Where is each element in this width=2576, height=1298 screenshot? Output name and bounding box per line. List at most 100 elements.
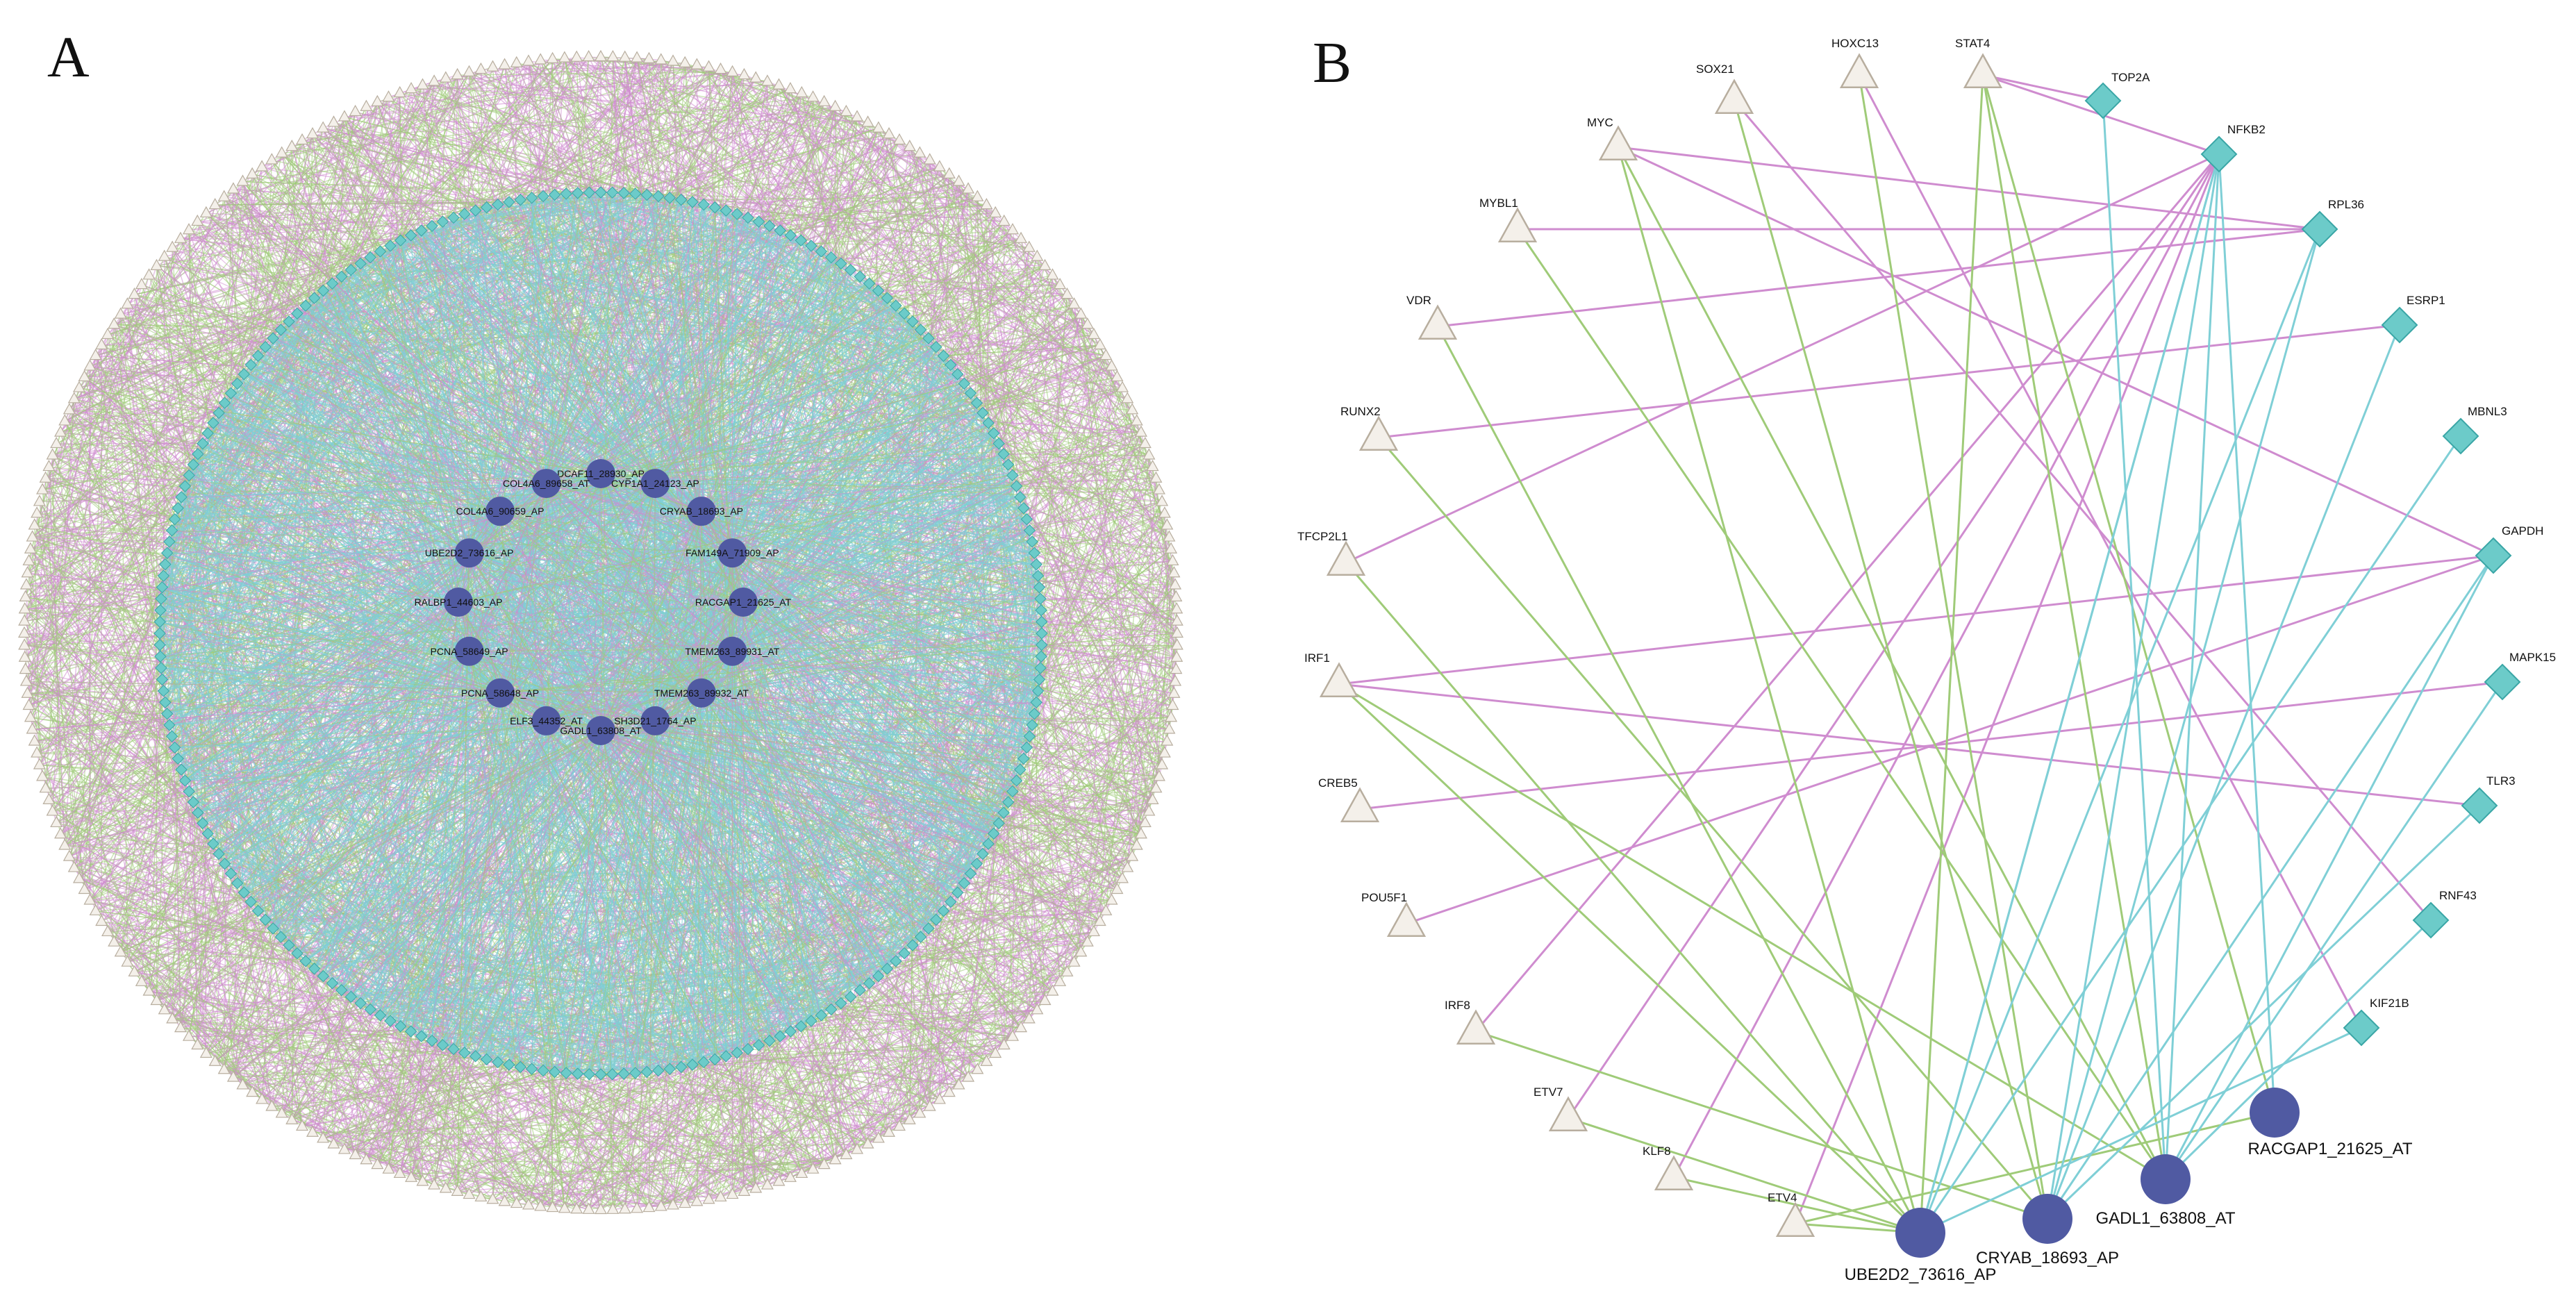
correlation-edge bbox=[313, 483, 547, 970]
regulatory-edge bbox=[684, 681, 1176, 1204]
correlation-edge bbox=[297, 313, 656, 484]
correlation-edge bbox=[508, 197, 533, 1065]
regulatory-edge bbox=[949, 174, 1042, 645]
regulatory-edge bbox=[24, 388, 80, 622]
regulatory-edge bbox=[929, 159, 1123, 389]
correlation-edge bbox=[421, 230, 501, 693]
regulatory-edge bbox=[1032, 717, 1172, 726]
regulatory-edge bbox=[457, 942, 1088, 1192]
regulatory-edge bbox=[708, 67, 969, 190]
regulatory-edge bbox=[1059, 284, 1081, 315]
correlation-edge bbox=[731, 402, 977, 652]
regulatory-edge bbox=[929, 174, 950, 1107]
regulatory-edge bbox=[576, 1026, 801, 1210]
regulatory-edge bbox=[696, 65, 1170, 538]
correlation-edge bbox=[654, 197, 671, 721]
regulatory-edge bbox=[30, 717, 203, 824]
regulatory-edge bbox=[322, 127, 601, 193]
regulatory-edge bbox=[457, 74, 930, 161]
tf-node bbox=[772, 78, 786, 90]
tf-node bbox=[761, 74, 774, 86]
regulatory-edge bbox=[60, 85, 424, 835]
regulatory-edge bbox=[1040, 560, 1173, 611]
regulatory-edge bbox=[388, 84, 423, 98]
correlation-edge bbox=[868, 758, 1024, 984]
regulatory-edge bbox=[101, 238, 1022, 346]
regulatory-edge bbox=[44, 181, 244, 789]
regulatory-edge bbox=[958, 181, 1177, 658]
tf-node bbox=[714, 62, 727, 74]
correlation-edge bbox=[159, 192, 579, 622]
regulatory-edge bbox=[172, 486, 186, 1020]
correlation-edge bbox=[669, 197, 1027, 520]
panel-a-edges bbox=[24, 56, 1178, 1210]
correlation-edge bbox=[453, 199, 681, 219]
regulatory-edge bbox=[1029, 608, 1177, 737]
regulatory-edge bbox=[958, 823, 999, 1085]
regulatory-edge bbox=[84, 822, 203, 890]
correlation-edge bbox=[895, 305, 1039, 576]
regulatory-edge bbox=[624, 57, 636, 194]
regulatory-edge bbox=[48, 181, 244, 467]
correlation-edge bbox=[670, 197, 770, 227]
regulatory-edge bbox=[845, 867, 1128, 1156]
regulatory-edge bbox=[1073, 931, 1095, 963]
regulatory-edge bbox=[410, 1031, 554, 1208]
regulatory-edge bbox=[1164, 513, 1175, 694]
regulatory-edge bbox=[44, 399, 75, 789]
regulatory-edge bbox=[600, 1074, 685, 1204]
panel-a-network: DCAF11_28930_APCYP1A1_24123_APCRYAB_1869… bbox=[17, 49, 1184, 1215]
regulatory-edge bbox=[272, 122, 335, 339]
tf-node bbox=[618, 50, 631, 62]
regulatory-edge bbox=[731, 1045, 760, 1195]
correlation-edge bbox=[1015, 530, 1031, 781]
regulatory-edge bbox=[970, 597, 1177, 874]
regulatory-edge bbox=[224, 1069, 813, 1170]
regulatory-edge bbox=[919, 153, 1061, 285]
regulatory-edge bbox=[636, 58, 1118, 890]
regulatory-edge bbox=[1127, 525, 1167, 868]
regulatory-edge bbox=[790, 1027, 1022, 1179]
correlation-edge bbox=[475, 656, 1042, 1057]
regulatory-edge bbox=[790, 1031, 890, 1133]
regulatory-edge bbox=[333, 1053, 996, 1145]
tf-node bbox=[738, 67, 751, 80]
correlation-edge bbox=[736, 464, 1009, 1054]
regulatory-edge bbox=[83, 376, 303, 1127]
regulatory-edge bbox=[531, 867, 1128, 1070]
correlation-edge bbox=[207, 433, 244, 893]
correlation-edge bbox=[288, 321, 601, 474]
regulatory-edge bbox=[377, 1073, 624, 1165]
regulatory-edge bbox=[134, 294, 1008, 465]
regulatory-edge bbox=[224, 1069, 401, 1174]
correlation-edge bbox=[732, 552, 1042, 646]
regulatory-edge bbox=[1036, 256, 1138, 846]
correlation-edge bbox=[202, 692, 501, 824]
correlation-edge bbox=[169, 193, 636, 542]
regulatory-edge bbox=[114, 942, 306, 962]
regulatory-edge bbox=[48, 466, 166, 565]
regulatory-edge bbox=[779, 990, 1053, 1182]
regulatory-edge bbox=[824, 101, 1123, 389]
tf-node bbox=[667, 54, 680, 66]
regulatory-edge bbox=[720, 69, 879, 129]
regulatory-edge bbox=[1099, 729, 1170, 922]
regulatory-edge bbox=[1040, 599, 1107, 911]
regulatory-edge bbox=[344, 1126, 899, 1151]
correlation-edge bbox=[160, 656, 822, 1016]
regulatory-edge bbox=[24, 657, 61, 835]
regulatory-edge bbox=[34, 57, 577, 526]
correlation-edge bbox=[732, 651, 1030, 737]
correlation-edge bbox=[600, 305, 897, 731]
regulatory-edge bbox=[366, 72, 733, 108]
correlation-edge bbox=[181, 692, 702, 770]
regulatory-edge bbox=[878, 290, 1133, 410]
correlation-edge bbox=[635, 240, 801, 1074]
correlation-edge bbox=[588, 192, 1035, 715]
regulatory-edge bbox=[778, 85, 897, 306]
regulatory-edge bbox=[69, 856, 553, 1208]
correlation-edge bbox=[520, 199, 733, 554]
regulatory-edge bbox=[291, 69, 481, 147]
regulatory-edge bbox=[445, 1056, 726, 1190]
